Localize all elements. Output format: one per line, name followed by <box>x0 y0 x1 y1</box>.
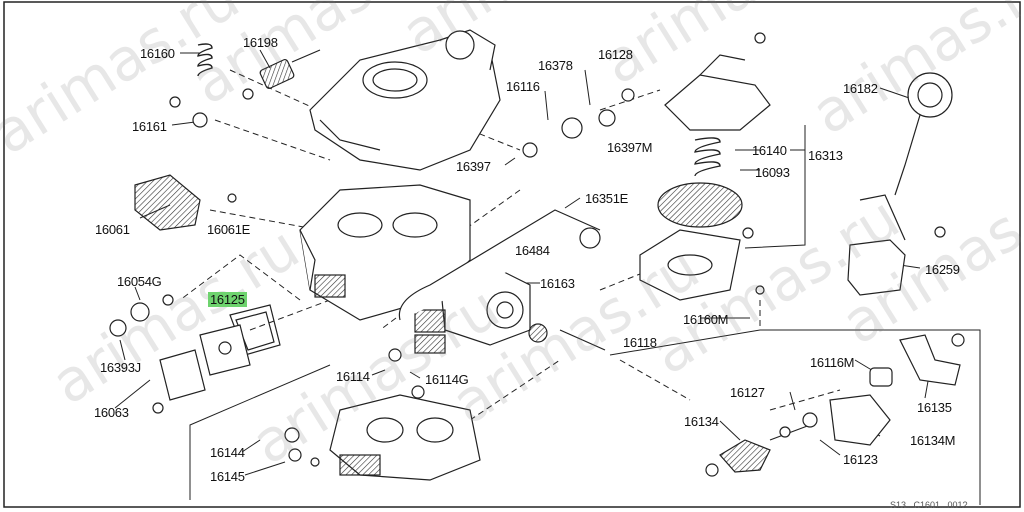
part-label-16484: 16484 <box>515 243 550 258</box>
part-label-16160: 16160 <box>140 46 175 61</box>
bracket-16135 <box>829 333 965 446</box>
footer-code: S13...C1601...001? <box>890 500 968 510</box>
part-label-16397M: 16397M <box>607 140 653 155</box>
part-label-16397: 16397 <box>456 159 491 174</box>
part-label-16259: 16259 <box>925 262 960 277</box>
part-label-16116M: 16116M <box>810 355 855 370</box>
part-label-16145: 16145 <box>210 469 245 484</box>
part-label-16063: 16063 <box>94 405 129 420</box>
part-label-16134M: 16134M <box>910 433 956 448</box>
part-label-16161: 16161 <box>132 119 167 134</box>
part-label-16393J: 16393J <box>100 360 141 375</box>
part-label-16144: 16144 <box>210 445 245 460</box>
part-label-16163: 16163 <box>540 276 575 291</box>
part-label-16054G: 16054G <box>117 274 162 289</box>
part-label-16313: 16313 <box>808 148 843 163</box>
part-label-16351E: 16351E <box>585 191 629 206</box>
gasket-16125 <box>159 304 281 401</box>
part-label-16061E: 16061E <box>207 222 251 237</box>
part-label-16128: 16128 <box>598 47 633 62</box>
lever-16134 <box>705 424 811 477</box>
solenoid-16198 <box>242 49 321 100</box>
idle-up-actuator-16259 <box>847 72 953 296</box>
throttle-actuator-16118 <box>398 209 601 354</box>
heater-16061 <box>134 174 201 231</box>
part-label-16093: 16093 <box>755 165 790 180</box>
part-label-16061: 16061 <box>95 222 130 237</box>
leader-lines <box>114 49 981 505</box>
part-label-16140: 16140 <box>752 143 787 158</box>
spring-16140 <box>694 137 721 177</box>
small-fasteners <box>109 32 946 467</box>
diaphragm-housing <box>639 54 771 301</box>
part-label-16135: 16135 <box>917 400 952 415</box>
part-label-16182: 16182 <box>843 81 878 96</box>
part-label-16127: 16127 <box>730 385 765 400</box>
diagram-frame <box>3 1 1021 508</box>
part-label-16125-highlighted[interactable]: 16125 <box>208 292 247 307</box>
part-label-16123: 16123 <box>843 452 878 467</box>
part-label-16116: 16116 <box>506 79 540 94</box>
part-label-16198: 16198 <box>243 35 278 50</box>
part-label-16134: 16134 <box>684 414 719 429</box>
part-label-16118: 16118 <box>623 335 657 350</box>
part-label-16160M: 16160M <box>683 312 729 327</box>
spring-16160 <box>197 43 213 77</box>
throttle-body-lower <box>329 394 481 481</box>
part-label-16378: 16378 <box>538 58 573 73</box>
part-label-16114G: 16114G <box>425 372 469 387</box>
part-label-16114: 16114 <box>336 369 370 384</box>
carburetor-top-cover <box>309 29 501 171</box>
